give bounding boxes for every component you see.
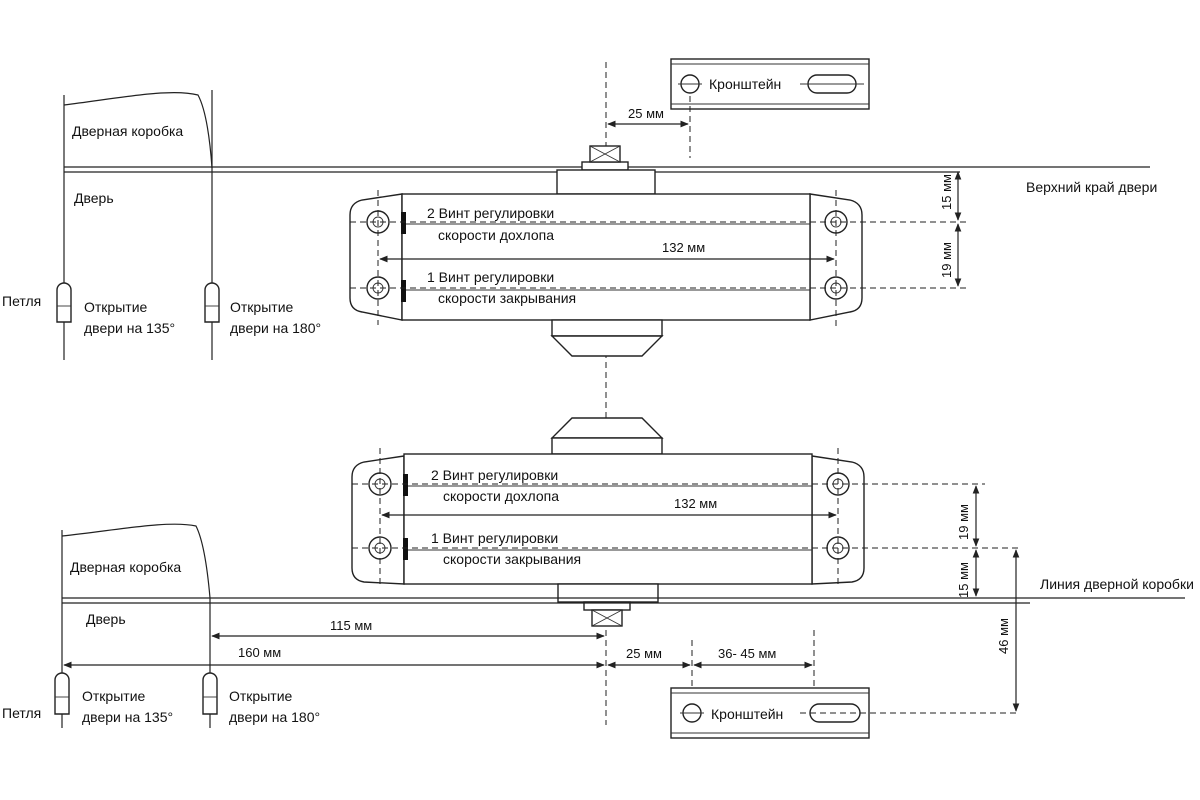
- bottom-open-135-line2: двери на 135°: [82, 709, 173, 725]
- bottom-open-180-line2: двери на 180°: [229, 709, 320, 725]
- top-screw-1-marker: [401, 280, 406, 302]
- top-open-135-line1: Открытие: [84, 299, 148, 315]
- top-door-label: Дверь: [74, 190, 114, 206]
- top-door-top-edge-label: Верхний край двери: [1026, 179, 1157, 195]
- bottom-diagram: 132 мм 2 Винт регулировки скорости дохло…: [2, 417, 1194, 739]
- bottom-screw-2-marker: [403, 474, 408, 496]
- bottom-hinge-label: Петля: [2, 705, 41, 721]
- bottom-valve: [550, 417, 664, 455]
- top-door-frame: Дверная коробка: [63, 92, 213, 169]
- bottom-dim-132-label: 132 мм: [674, 496, 717, 511]
- top-screw-2-line1: 2 Винт регулировки: [427, 205, 554, 221]
- top-open-180-line2: двери на 180°: [230, 320, 321, 336]
- bottom-hinge-135-icon: [54, 672, 70, 715]
- bottom-bracket: Кронштейн: [670, 687, 870, 739]
- bottom-screw-2-line2: скорости дохлопа: [443, 488, 559, 504]
- top-diagram: Дверная коробка Дверь Верхний край двери…: [2, 58, 1157, 360]
- bottom-closer-body: [351, 453, 865, 585]
- top-open-135-line2: двери на 135°: [84, 320, 175, 336]
- top-hinge-180-icon: [204, 282, 220, 323]
- top-bracket-label: Кронштейн: [709, 76, 781, 92]
- bottom-frame-line-label: Линия дверной коробки: [1040, 576, 1194, 592]
- bottom-dim-25-label: 25 мм: [626, 646, 662, 661]
- top-hinge-135-icon: [56, 282, 72, 323]
- top-shaft: [556, 145, 656, 195]
- bottom-hinge-180-icon: [202, 672, 218, 715]
- bottom-shaft: [557, 583, 659, 627]
- bottom-door-label: Дверь: [86, 611, 126, 627]
- bottom-door-frame-label: Дверная коробка: [70, 559, 181, 575]
- bottom-screw-1-line2: скорости закрывания: [443, 551, 581, 567]
- bottom-dim-36-45-label: 36- 45 мм: [718, 646, 776, 661]
- top-screw-1-line1: 1 Винт регулировки: [427, 269, 554, 285]
- bottom-screw-2-line1: 2 Винт регулировки: [431, 467, 558, 483]
- bottom-dim-15-label: 15 мм: [956, 562, 971, 598]
- bottom-screw-1-marker: [403, 538, 408, 560]
- top-open-180-line1: Открытие: [230, 299, 294, 315]
- bottom-screw-1-line1: 1 Винт регулировки: [431, 530, 558, 546]
- bottom-bracket-label: Кронштейн: [711, 706, 783, 722]
- bottom-door-frame: Дверная коробка: [61, 523, 211, 599]
- bottom-dim-19-label: 19 мм: [956, 504, 971, 540]
- top-dim-15-label: 15 мм: [939, 174, 954, 210]
- top-bracket: Кронштейн: [670, 58, 870, 110]
- bottom-dim-160-label: 160 мм: [238, 645, 281, 660]
- top-screw-1-line2: скорости закрывания: [438, 290, 576, 306]
- bottom-dim-46-label: 46 мм: [996, 618, 1011, 654]
- bottom-dim-115-label: 115 мм: [330, 618, 372, 633]
- bottom-open-180-line1: Открытие: [229, 688, 293, 704]
- top-dim-132-label: 132 мм: [662, 240, 705, 255]
- bottom-open-135-line1: Открытие: [82, 688, 146, 704]
- top-door-frame-label: Дверная коробка: [72, 123, 183, 139]
- top-hinge-label: Петля: [2, 293, 41, 309]
- top-screw-2-line2: скорости дохлопа: [438, 227, 554, 243]
- top-dim-25-label: 25 мм: [628, 106, 664, 121]
- top-screw-2-marker: [401, 212, 406, 234]
- top-dim-19-label: 19 мм: [939, 242, 954, 278]
